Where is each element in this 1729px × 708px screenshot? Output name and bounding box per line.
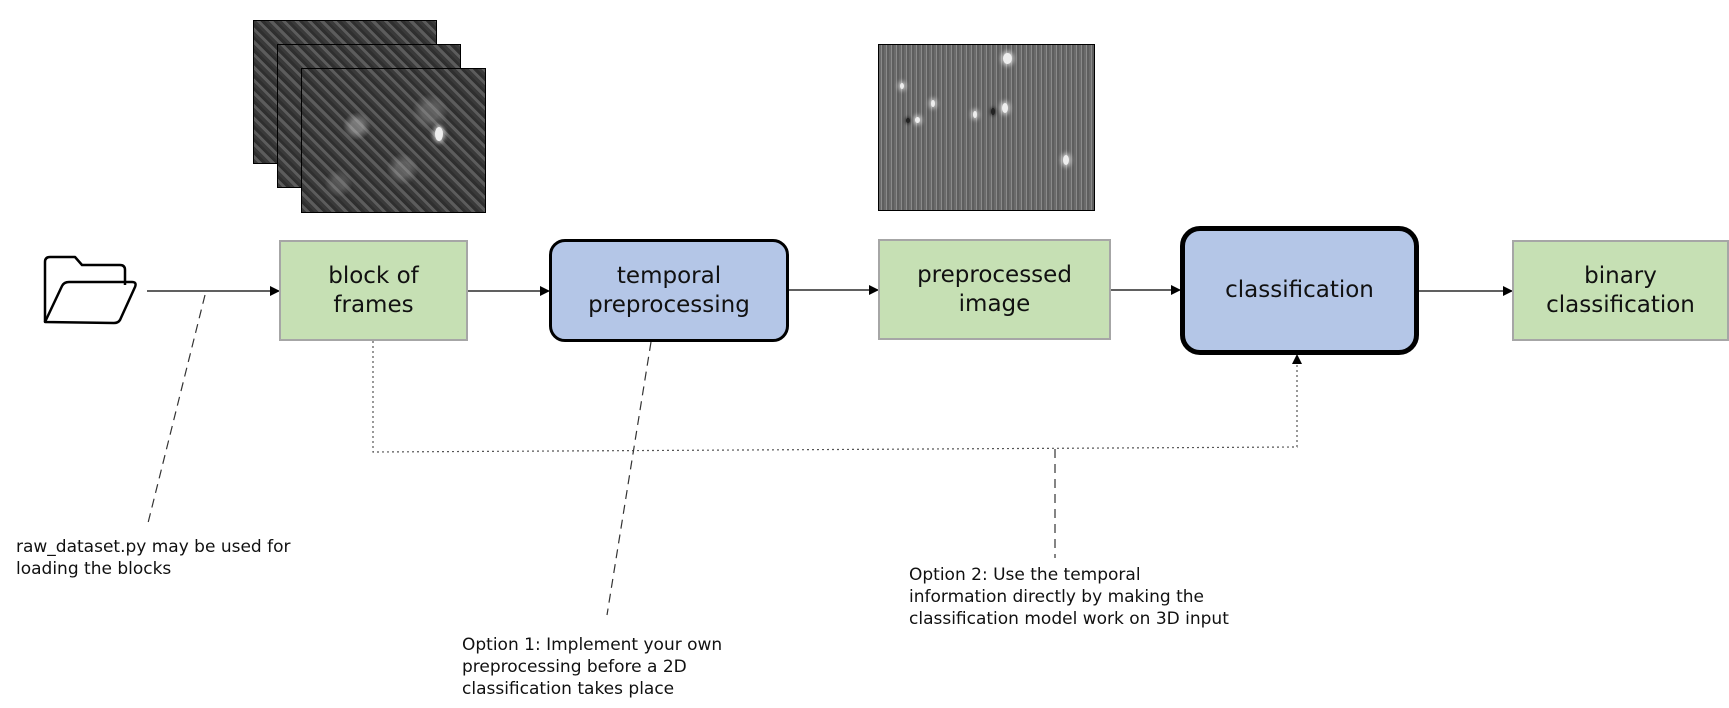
classification-node: classification [1180, 226, 1419, 355]
preprocessed-spot [1063, 155, 1069, 165]
binary-classification-node: binary classification [1512, 240, 1729, 341]
preprocessed-spot [906, 118, 910, 123]
temporal-preprocessing-label: temporal preprocessing [588, 262, 750, 318]
preprocessed-image-node: preprocessed image [878, 239, 1111, 340]
preprocessed-spot [973, 111, 977, 118]
preprocessed-spot [1003, 53, 1012, 64]
option2-note: Option 2: Use the temporal information d… [909, 565, 1229, 629]
option1-note: Option 1: Implement your own preprocessi… [462, 635, 723, 699]
preprocessed-spot [991, 108, 995, 115]
frame-bright-spot [435, 127, 443, 141]
preprocessed-spot [915, 117, 920, 123]
callout-line-option1 [606, 341, 652, 616]
bypass-dotted-connector [372, 341, 1298, 453]
preprocessed-spot [900, 83, 904, 89]
binary-classification-label: binary classification [1546, 262, 1695, 318]
raw-dataset-note: raw_dataset.py may be used for loading t… [16, 537, 291, 579]
preprocessed-image-label: preprocessed image [917, 261, 1072, 317]
callout-line-raw-dataset [147, 294, 206, 524]
preprocessed-image-thumbnail [878, 44, 1095, 211]
classification-label: classification [1225, 277, 1374, 304]
frame-thumbnail-front [301, 68, 486, 213]
folder-icon [43, 255, 137, 325]
temporal-preprocessing-node: temporal preprocessing [549, 239, 789, 342]
preprocessed-spot [1002, 103, 1008, 113]
bypass-arrowhead [1292, 354, 1302, 364]
preprocessed-spot [931, 100, 935, 107]
block-of-frames-node: block of frames [279, 240, 468, 341]
block-of-frames-label: block of frames [328, 262, 419, 318]
